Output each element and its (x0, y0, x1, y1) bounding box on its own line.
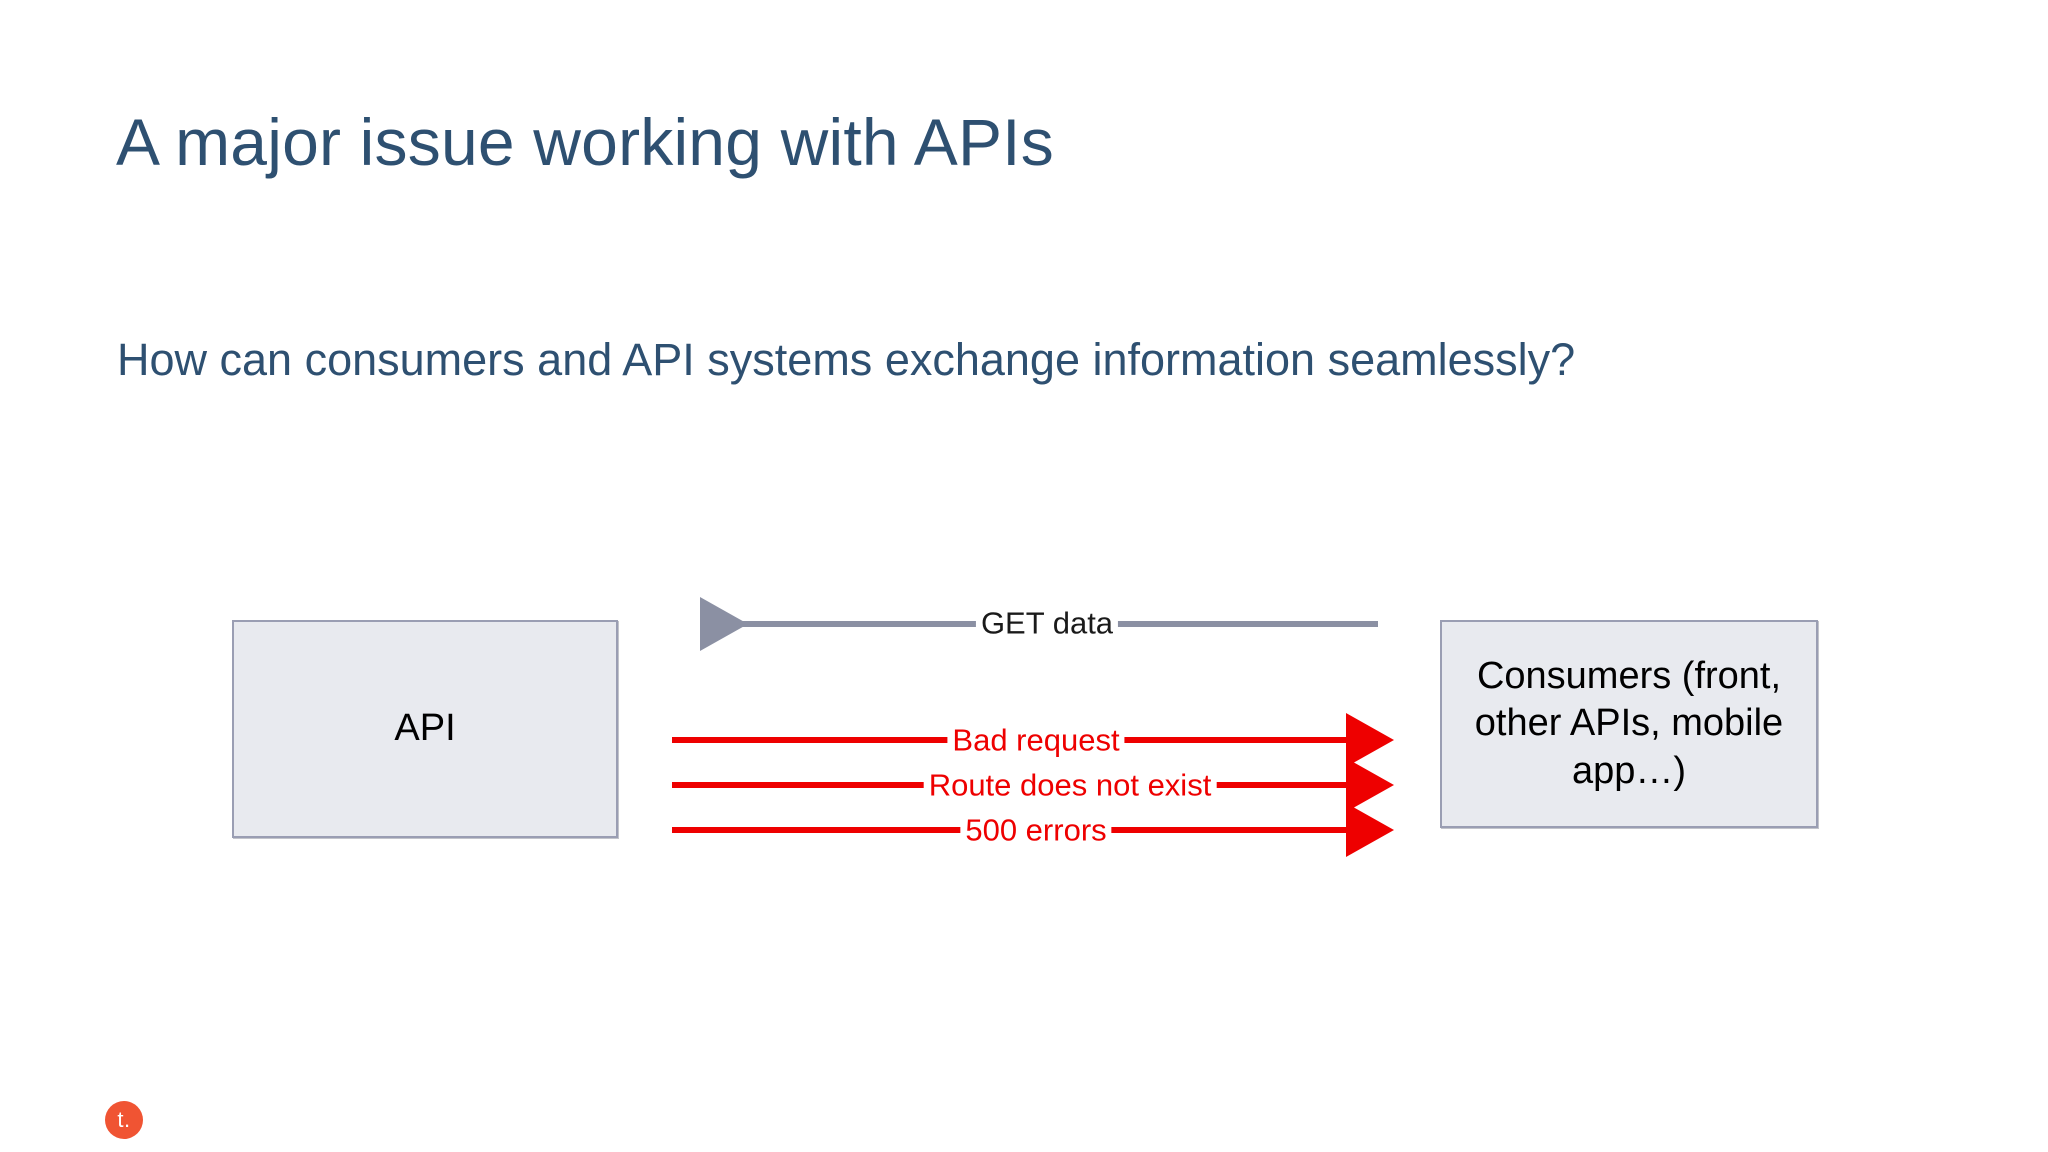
slide-subtitle: How can consumers and API systems exchan… (117, 334, 1576, 385)
edge-label-bad-request: Bad request (947, 724, 1125, 756)
brand-logo: t. (105, 1101, 143, 1139)
diagram-node-consumers: Consumers (front, other APIs, mobile app… (1440, 620, 1818, 828)
edge-label-500-errors: 500 errors (960, 814, 1112, 846)
edge-label-route-does-not-exist: Route does not exist (923, 769, 1217, 801)
brand-logo-text: t. (117, 1107, 131, 1132)
diagram-node-api: API (232, 620, 618, 838)
page-title: A major issue working with APIs (116, 105, 1054, 179)
diagram-node-api-label: API (394, 707, 456, 750)
edge-label-get-data: GET data (975, 607, 1119, 639)
diagram-node-consumers-label: Consumers (front, other APIs, mobile app… (1474, 654, 1784, 792)
